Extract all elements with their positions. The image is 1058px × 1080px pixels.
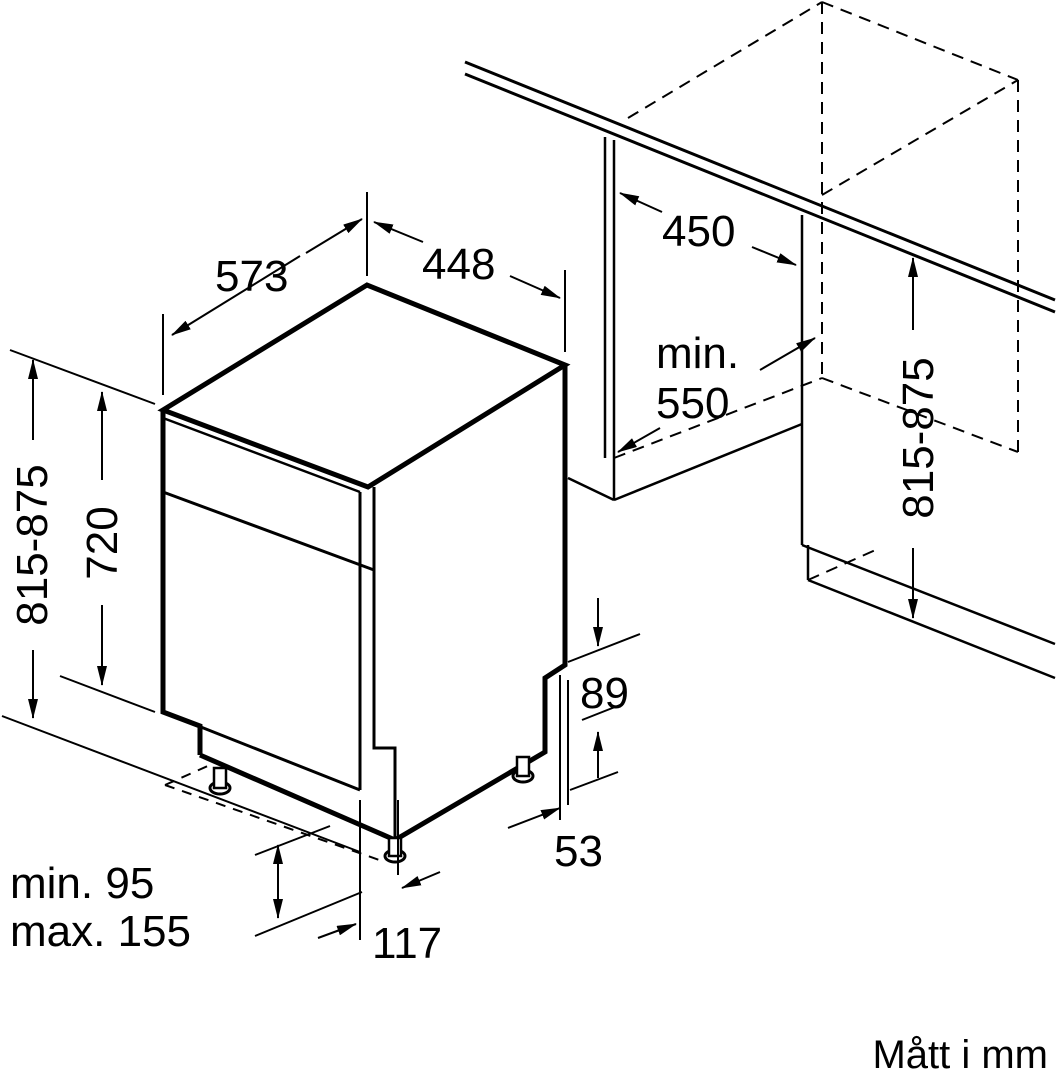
foot-range-label-line2: max. 155 [10,907,191,956]
plinth-top-label: 89 [580,669,629,718]
foot-range-label-line1: min. 95 [10,859,154,908]
width-label: 448 [422,240,495,289]
foot-offset-label: 117 [372,919,442,968]
niche-height-label: 815-875 [894,357,943,518]
dishwasher-body [157,282,571,843]
cabinet-niche [464,1,1056,680]
niche-depth-label: 450 [662,207,735,256]
plinth-bottom-label: 53 [554,827,603,876]
units-note: Mått i mm [872,1033,1048,1077]
niche-width-label-line1: min. [656,329,739,378]
niche-width-label-line2: 550 [656,379,729,428]
dimension-lines [1,192,918,940]
adjustable-feet [208,755,535,864]
appliance-height-label: 720 [78,506,127,579]
total-height-label: 815-875 [8,464,57,625]
depth-label: 573 [215,252,288,301]
